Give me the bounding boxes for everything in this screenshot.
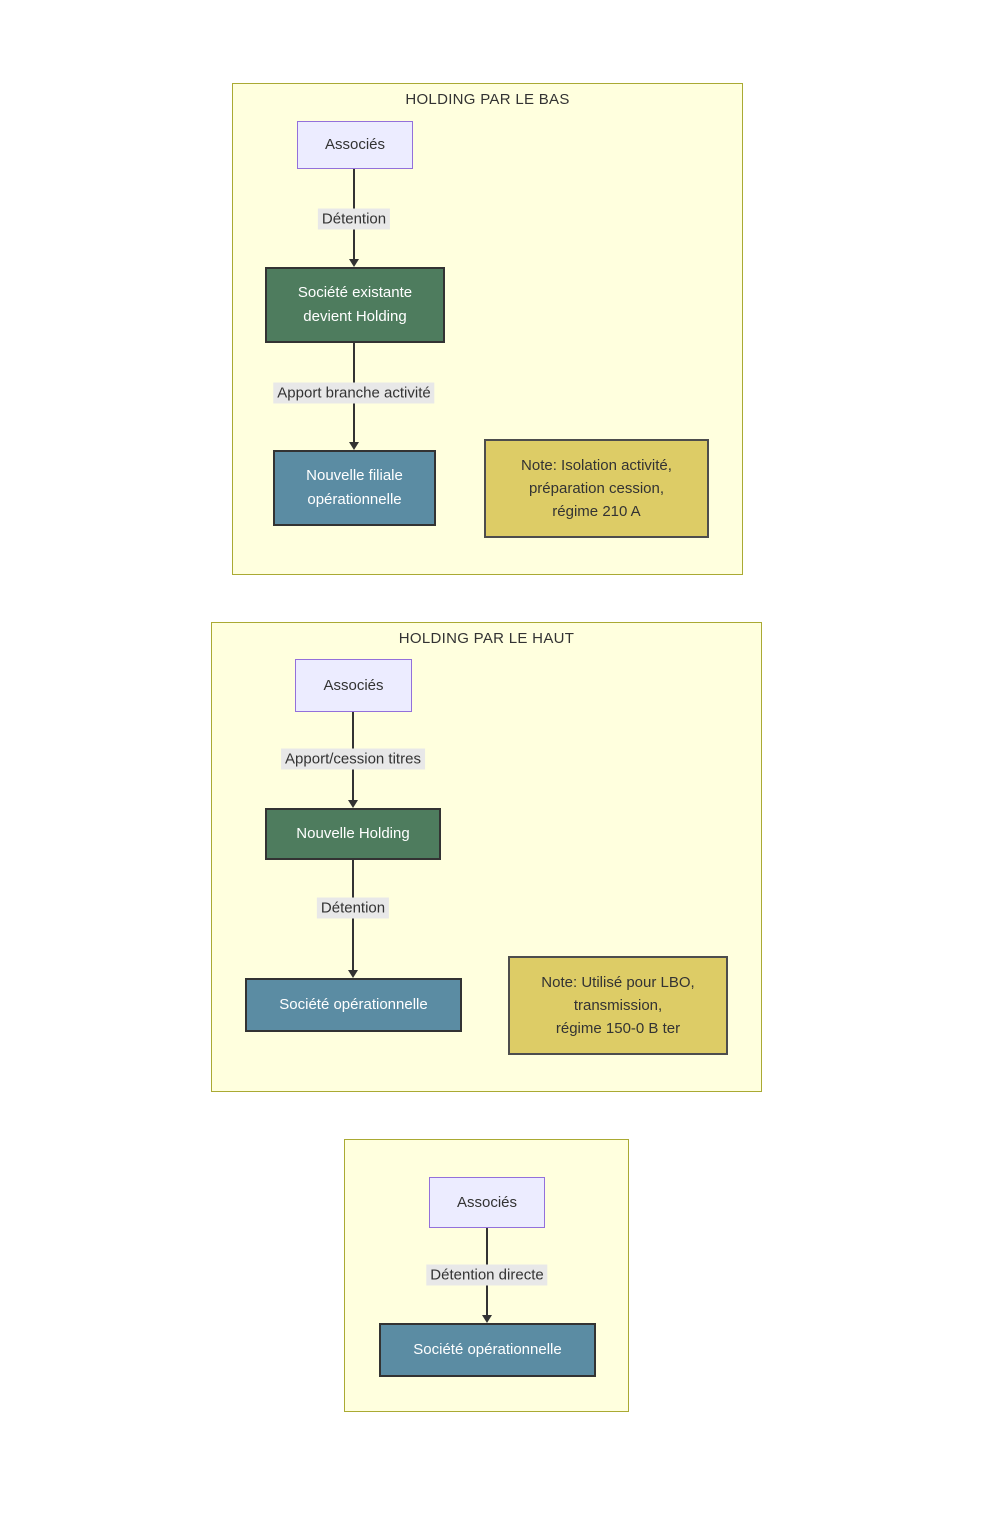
node-label-line: devient Holding [303, 308, 407, 325]
note-line: régime 150-0 B ter [555, 1020, 681, 1037]
node-associes: Associés [429, 1177, 545, 1228]
node-label: Société opérationnelle [279, 996, 428, 1013]
node-associes: Associés [295, 659, 412, 712]
edge-label-detention: Détention [316, 897, 390, 919]
node-label-line: opérationnelle [307, 491, 402, 508]
node-label-line: Nouvelle filiale [306, 467, 403, 484]
edge-label-detention-directe: Détention directe [426, 1264, 548, 1286]
node-label-line: Société existante [297, 284, 413, 301]
node-associes: Associés [297, 121, 413, 169]
node-label: Associés [324, 136, 386, 153]
edge-arrowhead [482, 1315, 492, 1323]
note-isolation-activite: Note: Isolation activité, préparation ce… [484, 439, 709, 538]
note-line: préparation cession, [528, 480, 665, 497]
edge-arrowhead [348, 970, 358, 978]
node-nouvelle-filiale-operationnelle: Nouvelle filiale opérationnelle [273, 450, 436, 526]
note-line: Note: Utilisé pour LBO, [541, 974, 695, 991]
node-nouvelle-holding: Nouvelle Holding [265, 808, 441, 860]
node-label: Associés [456, 1193, 518, 1211]
edge-arrowhead [349, 442, 359, 450]
node-label: Associés [323, 676, 384, 694]
edge-arrowhead [349, 259, 359, 267]
note-line: régime 210 A [552, 503, 641, 520]
node-societe-operationnelle: Société opérationnelle [245, 978, 462, 1032]
edge-label-apport-branche: Apport branche activité [273, 382, 435, 404]
note-utilise-pour-lbo: Note: Utilisé pour LBO, transmission, ré… [508, 956, 728, 1055]
edge-label-apport-cession: Apport/cession titres [281, 748, 425, 770]
node-label: Nouvelle Holding [296, 825, 410, 842]
node-societe-existante-devient-holding: Société existante devient Holding [265, 267, 445, 343]
node-label: Société opérationnelle [413, 1341, 562, 1358]
edge-arrowhead [348, 800, 358, 808]
cluster-title: HOLDING PAR LE HAUT [398, 630, 575, 647]
note-line: Note: Isolation activité, [521, 457, 672, 474]
edge-label-detention: Détention [317, 208, 391, 230]
note-line: transmission, [573, 997, 663, 1014]
node-societe-operationnelle: Société opérationnelle [379, 1323, 596, 1377]
cluster-title: HOLDING PAR LE BAS [405, 91, 570, 108]
